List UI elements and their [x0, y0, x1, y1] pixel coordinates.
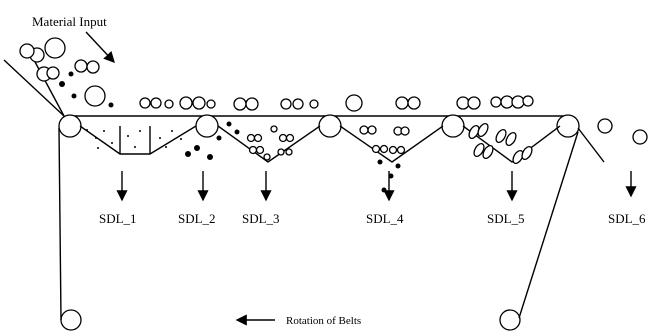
right-return-belt [518, 131, 579, 319]
hopper-v-4 [462, 125, 561, 163]
hopper-v-2 [217, 125, 321, 163]
sdl-6-label: SDL_6 [608, 211, 646, 226]
belt-particles [139, 94, 648, 145]
sdl-2-label: SDL_2 [178, 211, 216, 226]
sdl-5-label: SDL_5 [487, 211, 525, 226]
outlet-chute [577, 127, 605, 163]
bottom-pulley-left [60, 309, 82, 331]
hopper-v-1 [79, 125, 197, 155]
pulley-1 [58, 114, 82, 138]
material-input-arrow [85, 31, 115, 64]
hopper-5-particles [468, 122, 533, 165]
pulley-2 [195, 114, 219, 138]
material-input-label: Material Input [32, 14, 107, 29]
bottom-pulley-right [499, 309, 521, 331]
hopper-particles [19, 37, 114, 108]
hopper-4-particles [359, 125, 410, 193]
left-return-belt [58, 127, 62, 321]
pulley-5 [556, 114, 580, 138]
rotation-label: Rotation of Belts [286, 315, 361, 327]
hopper-1-particles [86, 129, 182, 149]
pulley-3 [318, 114, 342, 138]
hopper-upper-line [3, 59, 65, 117]
hopper-v-3 [339, 125, 444, 163]
hopper-3-particles [246, 125, 295, 161]
hopper-2-particles [185, 121, 240, 160]
pulley-4 [441, 114, 465, 138]
sdl-3-label: SDL_3 [242, 211, 280, 226]
sdl-4-label: SDL_4 [366, 211, 404, 226]
sdl-1-label: SDL_1 [99, 211, 137, 226]
